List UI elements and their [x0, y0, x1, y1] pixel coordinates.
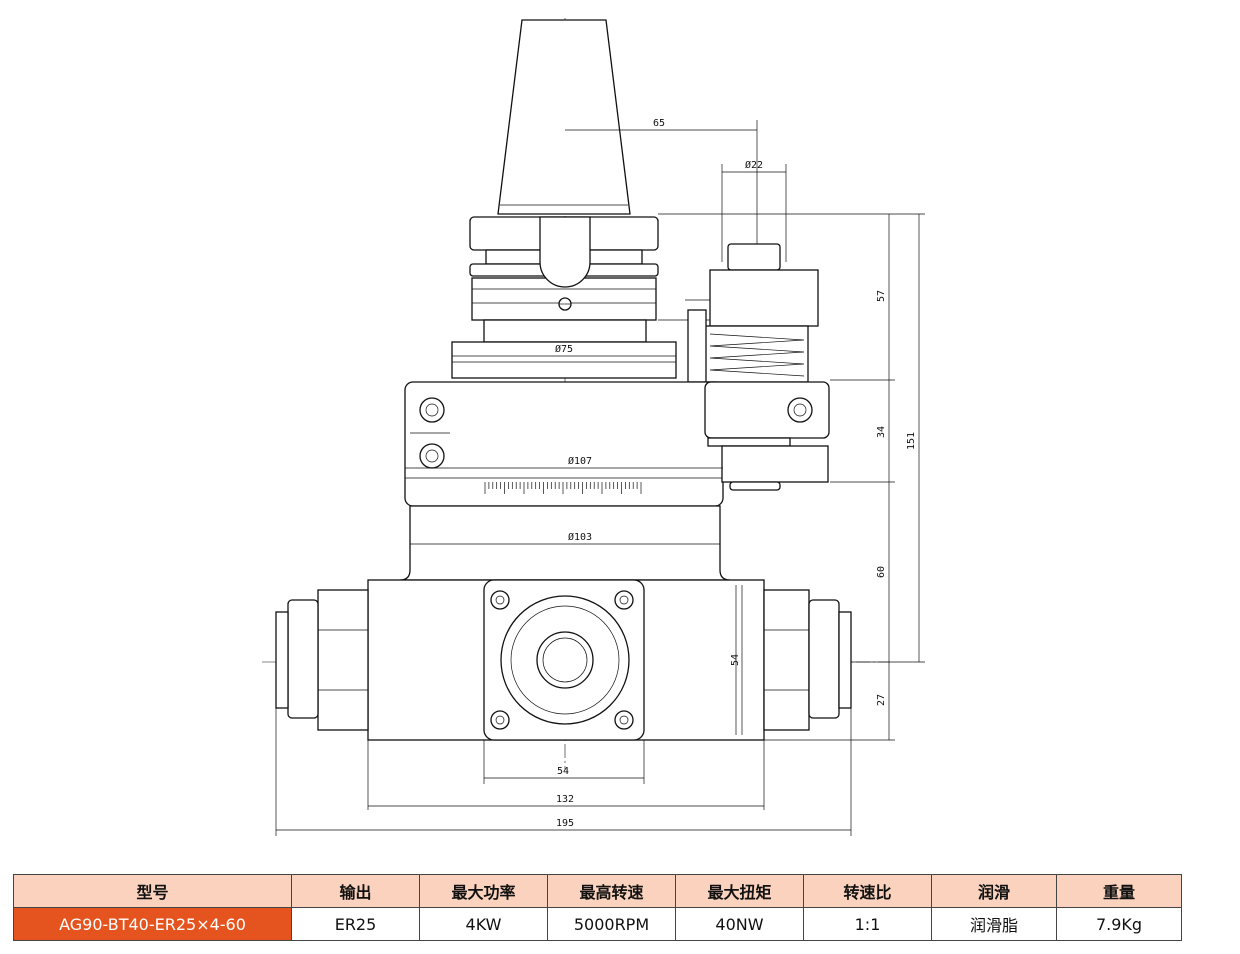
header-max-power: 最大功率 [419, 874, 548, 908]
header-lubrication: 润滑 [931, 874, 1057, 908]
dim-d107-label: Ø107 [568, 455, 592, 467]
cell-max-speed: 5000RPM [547, 907, 676, 941]
dim-d75-label: Ø75 [555, 343, 573, 355]
dim-195-label: 195 [556, 818, 574, 829]
header-output: 输出 [291, 874, 420, 908]
dim-57-label: 57 [876, 290, 887, 302]
header-speed-ratio: 转速比 [803, 874, 932, 908]
main-body [367, 579, 765, 741]
lower-neck [399, 505, 731, 581]
spec-header-row: 型号 输出 最大功率 最高转速 最大扭矩 转速比 润滑 重量 [13, 874, 1182, 908]
spec-data-row: AG90-BT40-ER25×4-60 ER25 4KW 5000RPM 40N… [13, 907, 1182, 941]
right-output-nut [763, 589, 852, 731]
angle-scale [484, 482, 642, 494]
cell-lubrication: 润滑脂 [931, 907, 1057, 941]
cell-speed-ratio: 1:1 [803, 907, 932, 941]
header-weight: 重量 [1056, 874, 1182, 908]
spec-table: 型号 输出 最大功率 最高转速 最大扭矩 转速比 润滑 重量 AG90-BT40… [13, 874, 1182, 941]
tool-flange [469, 216, 659, 321]
cell-max-torque: 40NW [675, 907, 804, 941]
cell-output: ER25 [291, 907, 420, 941]
upper-ring [451, 319, 677, 379]
cell-weight: 7.9Kg [1056, 907, 1182, 941]
dim-27-label: 27 [876, 694, 887, 706]
dim-54h-label: 54 [557, 766, 569, 777]
cell-model: AG90-BT40-ER25×4-60 [13, 907, 292, 941]
dim-151-label: 151 [906, 432, 917, 450]
bt40-taper [497, 19, 631, 215]
technical-drawing: 65 Ø22 Ø75 Ø107 Ø103 57 34 151 60 27 54 … [262, 18, 925, 836]
middle-housing [404, 381, 830, 507]
dim-d103-label: Ø103 [568, 531, 592, 543]
dim-34-label: 34 [876, 426, 887, 438]
dim-54v-label: 54 [730, 654, 741, 666]
header-max-speed: 最高转速 [547, 874, 676, 908]
left-output-nut [275, 589, 369, 731]
dim-65-label: 65 [653, 118, 665, 129]
dim-d22-label: Ø22 [745, 159, 763, 171]
dim-132-label: 132 [556, 794, 574, 805]
dimension-lines [275, 120, 925, 836]
cell-max-power: 4KW [419, 907, 548, 941]
stop-block [658, 243, 819, 383]
header-model: 型号 [13, 874, 292, 908]
dim-60-label: 60 [876, 566, 887, 578]
header-max-torque: 最大扭矩 [675, 874, 804, 908]
